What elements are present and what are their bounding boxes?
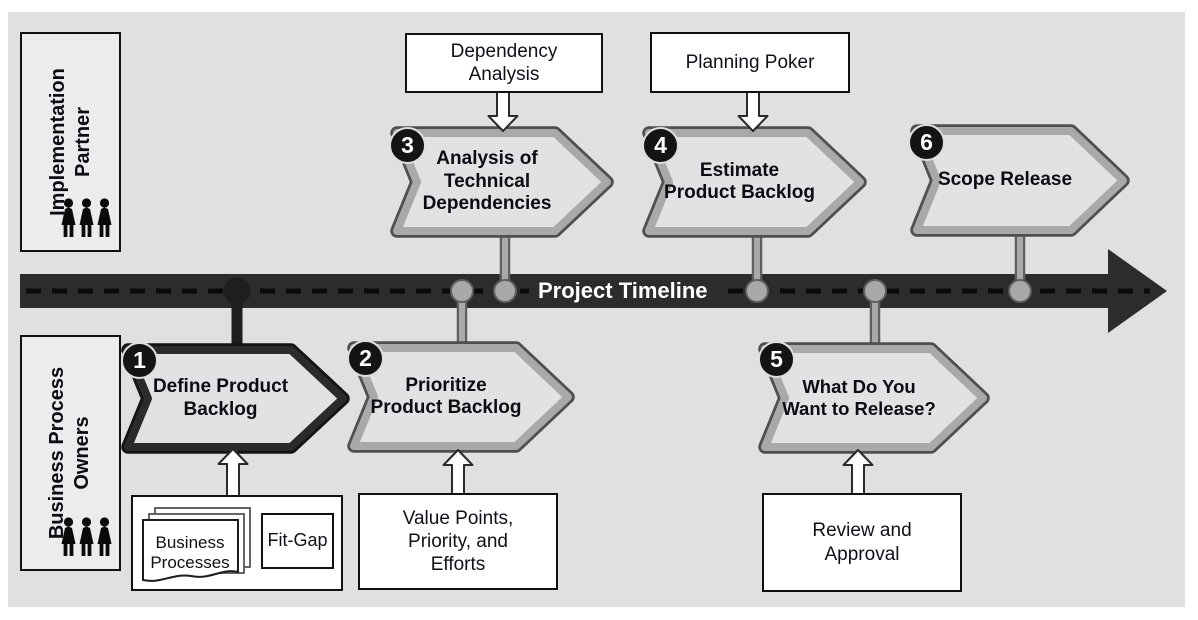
step-1-number-badge: 1 [121, 342, 158, 379]
chevron-shape-step3 [390, 126, 614, 238]
lane-business-process-owners: Business Process Owners [20, 335, 121, 571]
step-6-number-badge: 6 [908, 124, 945, 161]
input-box-define-backlog: Business Processes Fit-Gap [131, 495, 343, 591]
lane-implementation-partner: Implementation Partner [20, 32, 121, 252]
down-arrow-icon [737, 89, 769, 132]
step-5-label: What Do You Want to Release? [782, 376, 936, 419]
lane-label: Implementation Partner [46, 68, 94, 216]
step-4-label: Estimate Product Backlog [664, 159, 815, 203]
step-3-label: Analysis of Technical Dependencies [422, 148, 552, 215]
pages-stack-icon [142, 507, 251, 582]
input-box-planning-poker: Planning Poker [650, 32, 850, 93]
up-arrow-icon [217, 448, 249, 498]
people-icon [61, 517, 112, 556]
timeline-title: Project Timeline [529, 274, 717, 308]
input-box-dependency-analysis: Dependency Analysis [405, 33, 603, 93]
step-1-label: Define Product Backlog [152, 376, 289, 420]
step-3-number-badge: 3 [389, 127, 426, 164]
business-processes-label: Business Processes [150, 533, 230, 573]
lane-label: Business Process Owners [46, 366, 94, 540]
chevron-shape-step6 [910, 124, 1130, 237]
chevron-shape-step1 [121, 343, 350, 454]
people-icon [61, 198, 112, 237]
input-box-review-approval: Review and Approval [762, 493, 962, 592]
connector-dots [223, 277, 1032, 305]
up-arrow-icon [442, 449, 474, 498]
chevron-shape-step2 [347, 341, 575, 453]
step-5-number-badge: 5 [758, 341, 795, 378]
step-2-number-badge: 2 [347, 340, 384, 377]
chevron-shape-step5 [758, 342, 990, 454]
fit-gap-box: Fit-Gap [261, 513, 334, 569]
down-arrow-icon [487, 89, 519, 132]
step-6-label: Scope Release [937, 169, 1073, 191]
step-2-label: Prioritize Product Backlog [370, 374, 522, 418]
step-4-number-badge: 4 [642, 127, 679, 164]
chevron-shape-step4 [642, 126, 867, 238]
up-arrow-icon [842, 449, 874, 498]
input-box-value-points: Value Points, Priority, and Efforts [358, 493, 558, 590]
